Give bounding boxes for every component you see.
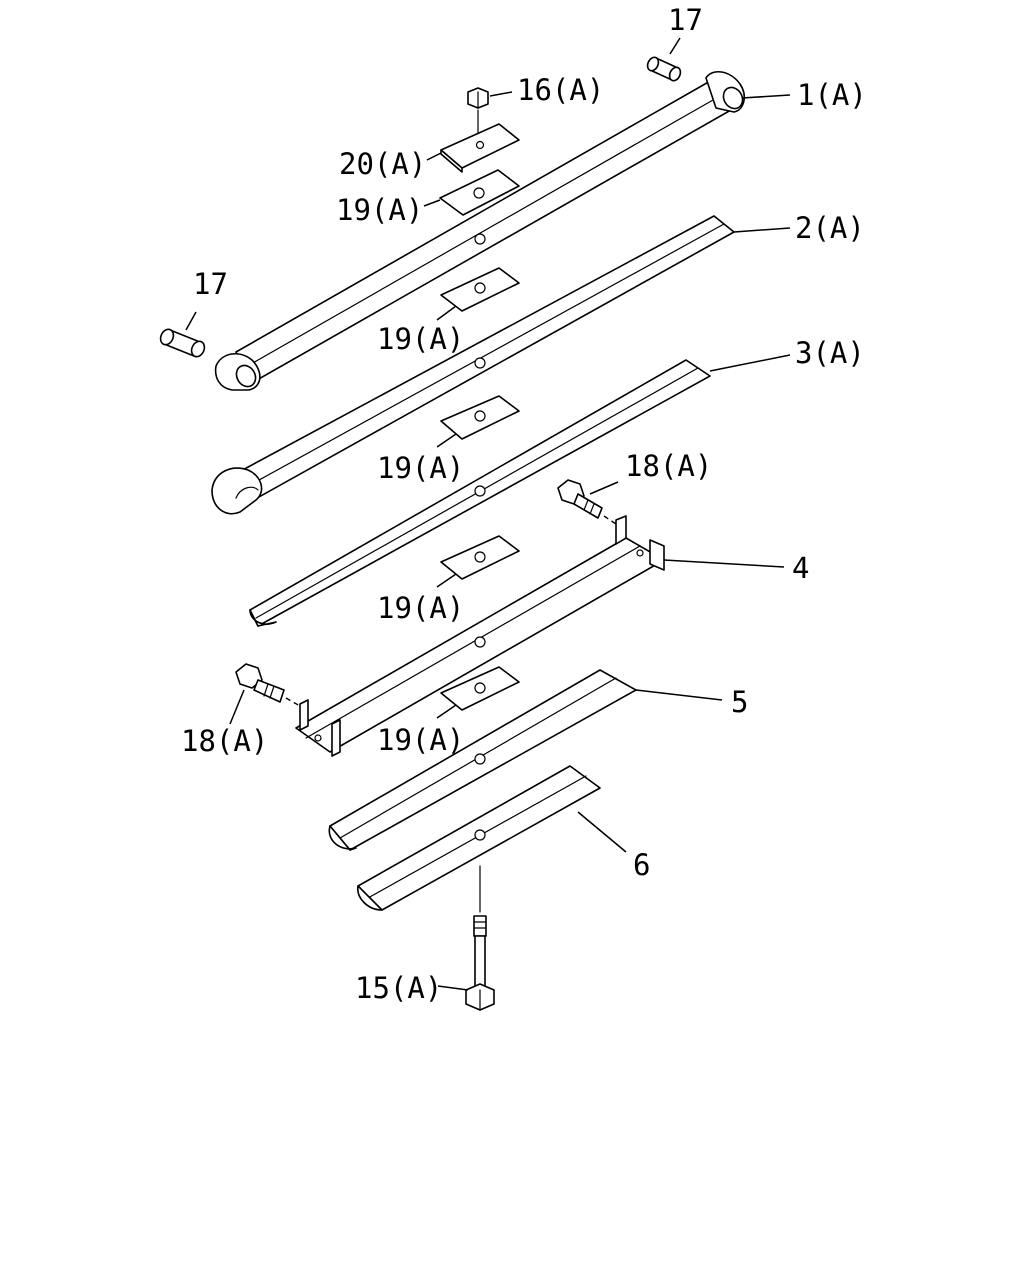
leaf-2 (211, 215, 791, 515)
leaf-6 (357, 765, 627, 911)
callout-19-c: 19(A) (377, 451, 464, 485)
spacer-19-c (436, 395, 520, 448)
leaf-3 (249, 354, 791, 627)
callout-3: 3(A) (795, 336, 865, 370)
center-bolt-15 (437, 865, 495, 1011)
callout-4: 4 (792, 551, 809, 585)
callout-2: 2(A) (795, 211, 865, 245)
leaf-5 (328, 669, 723, 851)
callout-1: 1(A) (797, 78, 867, 112)
callout-6: 6 (633, 848, 650, 882)
callout-19-a: 19(A) (336, 193, 423, 227)
leaf-1-main (214, 71, 791, 391)
callout-19-e: 19(A) (377, 723, 464, 757)
spacer-19-a (423, 169, 520, 216)
callout-5: 5 (731, 685, 748, 719)
callout-19-d: 19(A) (377, 591, 464, 625)
callout-17-left: 17 (193, 267, 228, 301)
callout-18-right: 18(A) (625, 449, 712, 483)
bolt-18-left (229, 663, 301, 725)
callout-16: 16(A) (517, 73, 604, 107)
callout-17-top: 17 (668, 3, 703, 37)
spacer-19-b (436, 267, 520, 321)
callout-15: 15(A) (355, 971, 442, 1005)
callout-20: 20(A) (339, 147, 426, 181)
plate-20 (426, 123, 520, 173)
spacer-19-d (436, 535, 520, 588)
pin-17-left (159, 311, 206, 358)
callout-19-b: 19(A) (377, 322, 464, 356)
leaf-4 (295, 515, 785, 757)
pin-17-top (646, 37, 682, 82)
spacer-19-e (436, 666, 520, 719)
callout-18-left: 18(A) (181, 724, 268, 758)
bolt-18-right (557, 479, 623, 529)
